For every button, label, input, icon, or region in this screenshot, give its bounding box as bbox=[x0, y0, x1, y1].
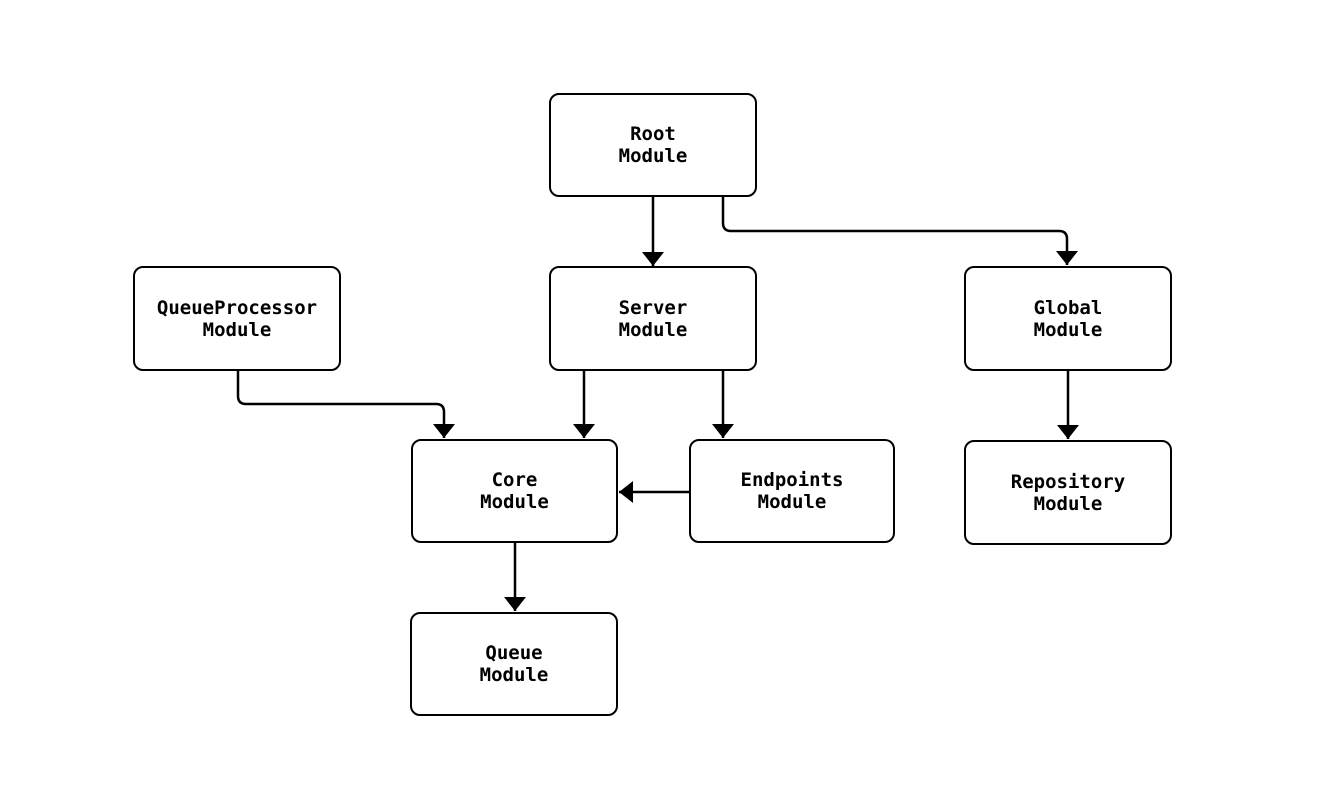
node-label-line1: Global bbox=[1033, 296, 1103, 319]
node-label-line1: Repository bbox=[1010, 470, 1126, 493]
node-label-line1: Core bbox=[491, 469, 538, 491]
node-queueprocessor-module: QueueProcessor Module bbox=[133, 266, 341, 371]
edge-root-to-global bbox=[721, 197, 1078, 265]
node-label-line1: Endpoints bbox=[740, 469, 844, 491]
node-root-module: Root Module bbox=[549, 93, 757, 197]
node-server-module: Server Module bbox=[549, 266, 757, 371]
node-endpoints-module: Endpoints Module bbox=[689, 439, 895, 543]
node-repository-module: Repository Module bbox=[964, 440, 1172, 545]
node-label-line1: Server bbox=[618, 296, 688, 319]
node-queue-module: Queue Module bbox=[410, 612, 618, 716]
node-label-line2: Module bbox=[1033, 318, 1103, 341]
node-label-line2: Module bbox=[479, 664, 549, 686]
node-core-module: Core Module bbox=[411, 439, 618, 543]
node-label-line1: QueueProcessor bbox=[156, 296, 318, 319]
node-label-line2: Module bbox=[480, 491, 549, 513]
node-label-line2: Module bbox=[1033, 492, 1103, 515]
node-label-line2: Module bbox=[618, 318, 688, 341]
node-label-line1: Root bbox=[630, 123, 676, 145]
node-label-line2: Module bbox=[202, 318, 272, 341]
node-global-module: Global Module bbox=[964, 266, 1172, 371]
node-label-line2: Module bbox=[618, 145, 688, 167]
edge-queueprocessor-to-core bbox=[236, 371, 455, 438]
node-label-line1: Queue bbox=[485, 642, 543, 664]
node-label-line2: Module bbox=[757, 491, 827, 513]
